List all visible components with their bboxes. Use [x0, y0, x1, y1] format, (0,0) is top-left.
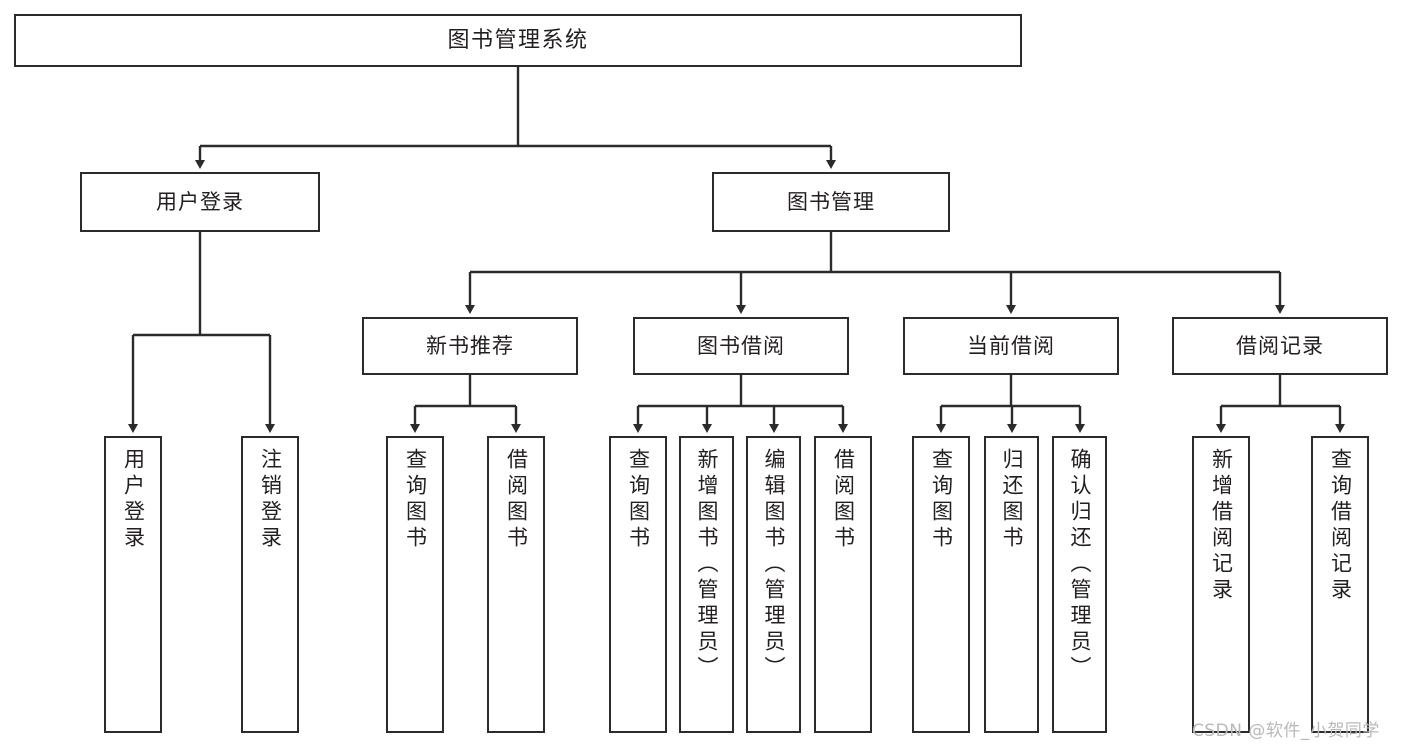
leaf-add-borrow-record[interactable]: 新增借阅记录 — [1192, 436, 1250, 733]
leaf-label: 查询图书 — [626, 448, 651, 552]
leaf-label: 查询图书 — [403, 448, 428, 552]
leaf-label: 归还图书 — [1000, 448, 1024, 552]
leaf-query-borrow-record[interactable]: 查询借阅记录 — [1311, 436, 1369, 733]
leaf-return-book[interactable]: 归还图书 — [984, 436, 1039, 733]
leaf-label: 新增图书（管理员） — [695, 448, 719, 682]
leaf-label: 新增借阅记录 — [1209, 448, 1234, 604]
leaf-query-book-borrow[interactable]: 查询图书 — [609, 436, 667, 733]
leaf-user-login[interactable]: 用户登录 — [104, 436, 162, 733]
node-current-borrow[interactable]: 当前借阅 — [903, 317, 1119, 375]
node-book-manage[interactable]: 图书管理 — [712, 172, 950, 232]
node-root[interactable]: 图书管理系统 — [14, 14, 1022, 67]
node-book-borrow[interactable]: 图书借阅 — [633, 317, 849, 375]
node-new-book-recommend[interactable]: 新书推荐 — [362, 317, 578, 375]
leaf-edit-book-admin[interactable]: 编辑图书（管理员） — [746, 436, 801, 733]
leaf-label: 借阅图书 — [831, 448, 856, 552]
leaf-label: 借阅图书 — [504, 448, 529, 552]
leaf-query-book-current[interactable]: 查询图书 — [912, 436, 970, 733]
node-borrow-record[interactable]: 借阅记录 — [1172, 317, 1388, 375]
node-user-login[interactable]: 用户登录 — [80, 172, 320, 232]
leaf-label: 注销登录 — [258, 448, 283, 552]
leaf-label: 编辑图书（管理员） — [762, 448, 786, 682]
leaf-add-book-admin[interactable]: 新增图书（管理员） — [679, 436, 734, 733]
leaf-label: 用户登录 — [121, 448, 146, 552]
leaf-borrow-book-recommend[interactable]: 借阅图书 — [487, 436, 545, 733]
leaf-user-logout[interactable]: 注销登录 — [241, 436, 299, 733]
leaf-label: 确认归还（管理员） — [1068, 448, 1092, 682]
leaf-query-book-recommend[interactable]: 查询图书 — [386, 436, 444, 733]
leaf-label: 查询图书 — [929, 448, 954, 552]
leaf-label: 查询借阅记录 — [1328, 448, 1353, 604]
leaf-borrow-book[interactable]: 借阅图书 — [814, 436, 872, 733]
leaf-confirm-return-admin[interactable]: 确认归还（管理员） — [1052, 436, 1107, 733]
